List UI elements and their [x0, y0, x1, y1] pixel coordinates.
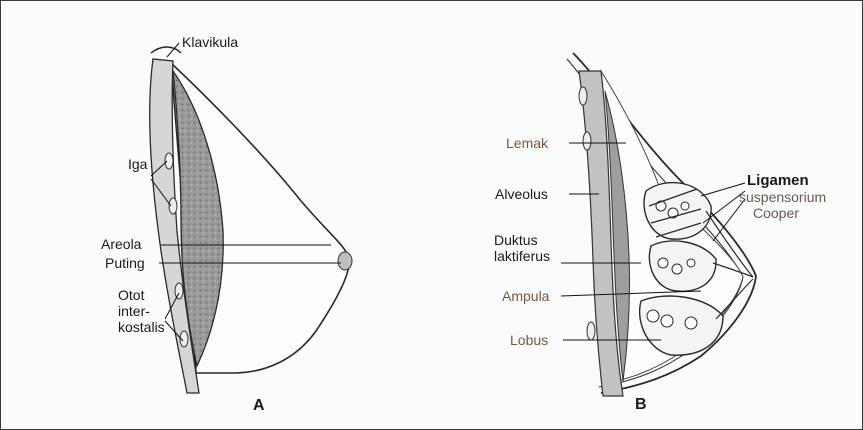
label-otot-line3: kostalis — [118, 319, 165, 335]
panel-b-drawing — [561, 53, 756, 396]
label-puting: Puting — [105, 255, 145, 271]
label-ligamen-line3: Cooper — [753, 205, 826, 221]
label-otot-interkostalis: Otot inter- kostalis — [118, 287, 165, 335]
panel-b-letter: B — [635, 396, 647, 414]
panel-a-drawing — [150, 43, 352, 393]
label-ligamen-line2: suspensorium — [739, 189, 826, 205]
label-duktus-line2: laktiferus — [494, 248, 550, 264]
panel-a-letter: A — [253, 397, 265, 415]
label-lemak: Lemak — [506, 135, 548, 151]
label-otot-line2: inter- — [118, 303, 165, 319]
label-duktus-laktiferus: Duktus laktiferus — [494, 232, 550, 264]
label-areola: Areola — [101, 236, 141, 252]
label-ligamen-cooper: Ligamen suspensorium Cooper — [747, 173, 826, 221]
label-iga: Iga — [128, 156, 147, 172]
label-ampula: Ampula — [502, 288, 549, 304]
label-lobus: Lobus — [510, 332, 548, 348]
label-klavikula: Klavikula — [182, 34, 238, 50]
label-duktus-line1: Duktus — [494, 232, 550, 248]
label-otot-line1: Otot — [118, 287, 165, 303]
nipple-a — [338, 252, 352, 270]
label-ligamen-line1: Ligamen — [747, 173, 826, 189]
label-alveolus: Alveolus — [495, 186, 548, 202]
